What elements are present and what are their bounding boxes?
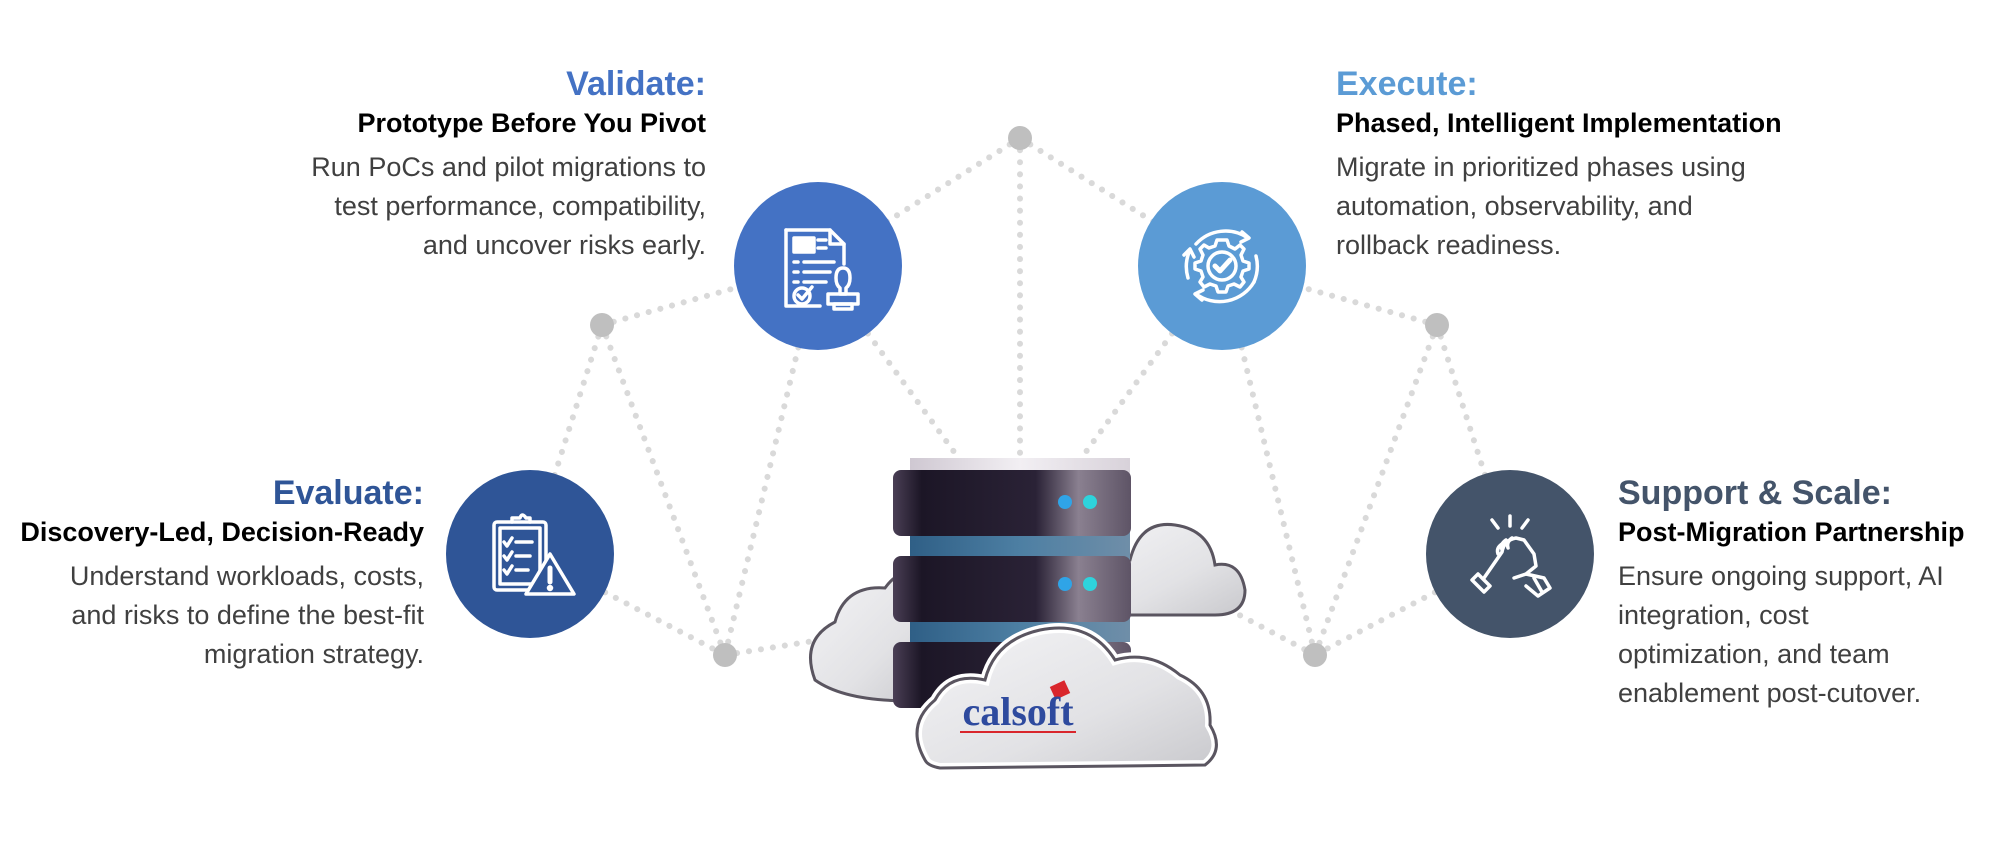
network-line [1219,262,1440,328]
network-line [1077,262,1225,463]
description-line: and uncover risks early. [422,230,706,260]
network-node [1425,313,1449,337]
network-node [1303,643,1327,667]
execute-title: Execute: [1336,65,1478,103]
server-led [1058,577,1072,591]
validate-title: Validate: [566,65,706,103]
network-line [1312,322,1440,658]
evaluate-title: Evaluate: [272,474,424,512]
server-led [1083,577,1097,591]
description-line: Run PoCs and pilot migrations to [311,152,706,182]
server-led [1083,495,1097,509]
network-line [815,135,1023,268]
execute-subtitle: Phased, Intelligent Implementation [1336,108,1782,138]
server-led [1058,495,1072,509]
logo-mark [1049,680,1071,700]
network-line [527,322,605,556]
evaluate-block: Evaluate: Discovery-Led, Decision-Ready … [20,473,424,674]
validate-description: Run PoCs and pilot migrations to test pe… [311,148,706,265]
network-nodes [590,126,1449,667]
server-unit-1 [893,470,1131,536]
network-line [599,322,728,658]
network-line [599,262,821,328]
network-line [1227,607,1318,658]
calsoft-logo: calsoft [962,689,1074,734]
evaluate-circle [446,470,614,638]
evaluate-description: Understand workloads, costs, and risks t… [20,557,424,674]
document-stamp-icon [784,228,860,311]
execute-block: Execute: Phased, Intelligent Implementat… [1336,64,1782,265]
network-line [815,262,963,463]
description-line: migration strategy. [203,639,424,669]
server-cloud-illustration: calsoft [809,458,1247,774]
support-block: Support & Scale: Post-Migration Partners… [1618,473,1965,713]
network-node [713,643,737,667]
description-line: and risks to define the best-fit [71,600,424,630]
description-line: Migrate in prioritized phases using [1336,152,1746,182]
evaluate-subtitle: Discovery-Led, Decision-Ready [20,517,424,547]
network-lines [527,135,1513,658]
validate-circle [734,182,902,350]
execute-description: Migrate in prioritized phases using auto… [1336,148,1782,265]
server-unit-2 [893,556,1131,622]
network-line [1434,322,1513,556]
gear-cycle-check-icon [1182,229,1260,304]
description-line: Ensure ongoing support, AI [1618,561,1944,591]
description-line: optimization, and team [1618,639,1890,669]
description-line: automation, observability, and [1336,191,1693,221]
network-line [722,637,823,658]
validate-block: Validate: Prototype Before You Pivot Run… [311,64,706,265]
description-line: rollback readiness. [1336,230,1562,260]
description-line: test performance, compatibility, [334,191,706,221]
validate-subtitle: Prototype Before You Pivot [357,108,706,138]
network-line [1017,135,1225,268]
description-line: Understand workloads, costs, [69,561,424,591]
execute-circle [1138,182,1306,350]
support-subtitle: Post-Migration Partnership [1618,517,1965,547]
description-line: enablement post-cutover. [1618,678,1922,708]
support-description: Ensure ongoing support, AI integration, … [1618,557,1965,713]
handshake-icon [1470,514,1552,598]
network-node [1008,126,1032,150]
clipboard-warning-icon [492,513,576,596]
support-title: Support & Scale: [1618,474,1892,512]
description-line: integration, cost [1618,600,1809,630]
network-node [590,313,614,337]
support-circle [1426,470,1594,638]
